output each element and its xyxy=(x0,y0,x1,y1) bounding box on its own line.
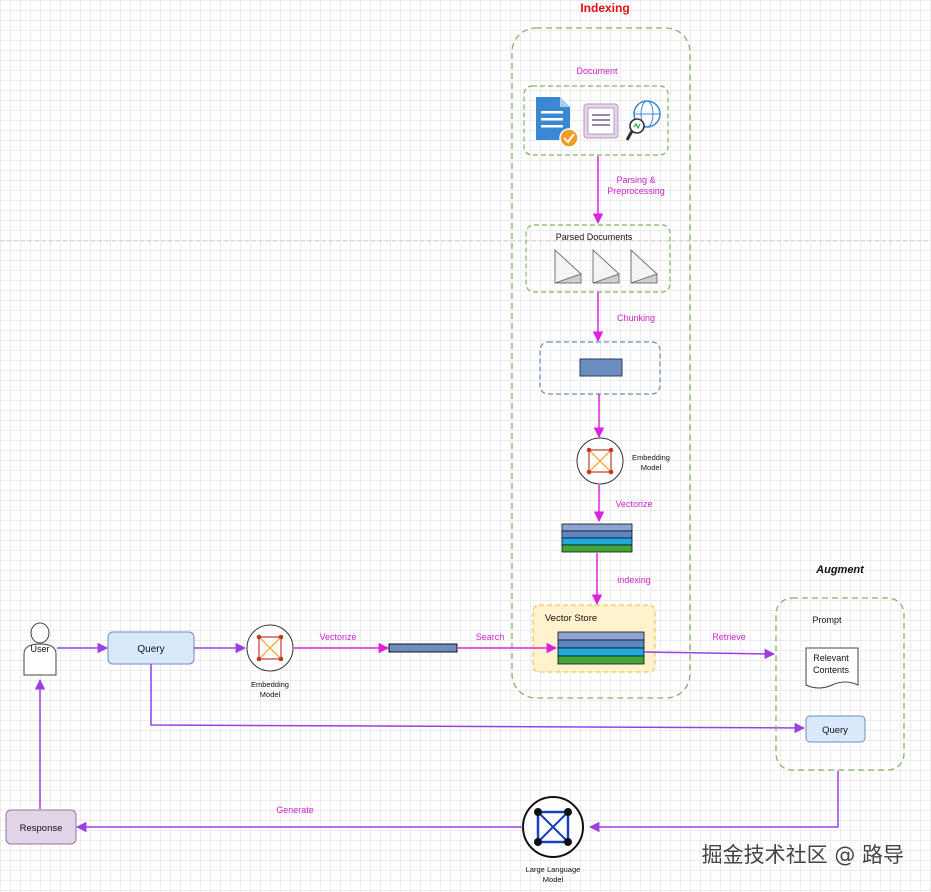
document-label: Document xyxy=(576,66,618,76)
augment-group xyxy=(775,597,905,771)
web-search-icon xyxy=(625,100,661,141)
query-embedding-model-icon xyxy=(246,624,294,672)
retrieve-arrow xyxy=(643,648,776,660)
relevant-label-2: Contents xyxy=(813,665,850,675)
vector-stack xyxy=(561,523,633,553)
augment-query-label: Query xyxy=(822,725,848,736)
vector-store-stack xyxy=(557,631,645,665)
parsed-page-icon xyxy=(554,248,582,284)
parsed-documents-label: Parsed Documents xyxy=(556,232,633,242)
query-embedding-label-1: Embedding xyxy=(251,680,289,689)
query-vector xyxy=(388,643,458,653)
parsed-page-icon xyxy=(630,248,658,284)
llm-label-2: Model xyxy=(543,875,564,884)
relevant-label-1: Relevant xyxy=(813,653,849,663)
llm-label-1: Large Language xyxy=(526,865,581,874)
prompt-label: Prompt xyxy=(812,615,842,625)
user-icon xyxy=(23,622,57,676)
user-label: User xyxy=(30,644,49,654)
query-node-label: Query xyxy=(137,644,164,655)
response-label: Response xyxy=(20,823,63,834)
parsing-label-1: Parsing & xyxy=(616,175,655,185)
retrieve-label: Retrieve xyxy=(712,632,746,642)
embedding-model-label-2: Model xyxy=(641,463,662,472)
query-embedding-label-2: Model xyxy=(260,690,281,699)
indexing-label: indexing xyxy=(617,575,651,585)
relevant-contents-doc xyxy=(805,647,859,689)
augment-query-node xyxy=(805,715,866,743)
vectorize-label: Vectorize xyxy=(615,499,652,509)
watermark: 掘金技术社区 @ 路导 xyxy=(702,843,904,867)
prompt-to-llm-arrow xyxy=(588,771,839,833)
vector-store-label: Vector Store xyxy=(545,613,597,624)
document-group xyxy=(523,85,669,156)
llm-icon xyxy=(522,796,584,858)
embedding-model-icon xyxy=(576,437,624,485)
indexing-title: Indexing xyxy=(580,1,629,15)
parsed-page-icon xyxy=(592,248,620,284)
chunk-block xyxy=(579,358,623,377)
indexing-group xyxy=(511,27,691,699)
doc-file-icon xyxy=(536,97,579,148)
query-to-prompt-arrow xyxy=(150,664,806,734)
chunking-label: Chunking xyxy=(617,313,655,323)
response-node xyxy=(5,809,77,845)
doc-page-icon xyxy=(583,103,619,139)
chunk-group xyxy=(539,341,661,395)
search-label: Search xyxy=(476,632,505,642)
embedding-model-label-1: Embedding xyxy=(632,453,670,462)
augment-title: Augment xyxy=(815,564,865,576)
query-vectorize-label: Vectorize xyxy=(319,632,356,642)
parsing-label-2: Preprocessing xyxy=(607,186,665,196)
generate-label: Generate xyxy=(276,805,314,815)
